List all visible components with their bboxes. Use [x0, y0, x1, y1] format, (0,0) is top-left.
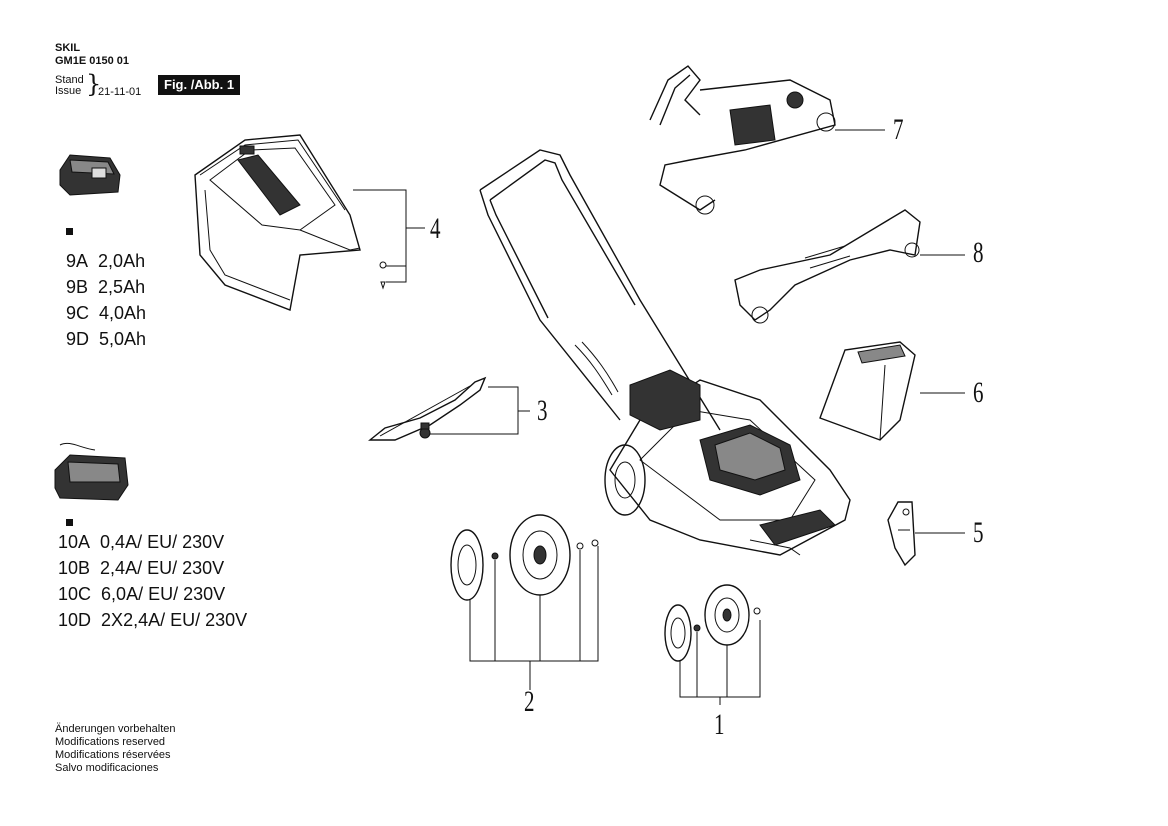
battery-spec: 4,0Ah — [99, 303, 147, 323]
callout-8: 8 — [973, 236, 984, 269]
charger-code: 10B — [58, 558, 91, 578]
figure-label: Fig. /Abb. 1 — [158, 75, 241, 95]
note-fr: Modifications réservées — [55, 749, 171, 761]
list-item: 10C 6,0A/ EU/ 230V — [58, 581, 247, 607]
note-de: Änderungen vorbehalten — [55, 723, 176, 735]
issue-date: 21-11-01 — [98, 86, 142, 98]
model-number: GM1E 0150 01 — [55, 55, 129, 67]
note-en: Modifications reserved — [55, 736, 166, 748]
callout-4: 4 — [430, 212, 441, 245]
front-wheel-assembly — [664, 584, 761, 662]
list-item: 10A 0,4A/ EU/ 230V — [58, 529, 247, 555]
charger-spec: 2,4A/ EU/ 230V — [100, 558, 225, 578]
list-item: 9D 5,0Ah — [66, 326, 146, 352]
battery-spec: 2,0Ah — [98, 251, 146, 271]
battery-spec: 2,5Ah — [98, 277, 146, 297]
safety-key-part — [887, 501, 916, 567]
blade — [368, 376, 487, 441]
rear-wheel-assembly — [450, 514, 599, 601]
stand-issue-label: Stand Issue — [55, 75, 84, 97]
charger-spec: 2X2,4A/ EU/ 230V — [101, 610, 248, 630]
modification-notes: Änderungen vorbehalten Modifications res… — [55, 723, 175, 775]
charger-code: 10C — [58, 584, 92, 604]
brace-glyph: } — [86, 70, 102, 98]
callout-3: 3 — [537, 394, 548, 427]
cover-part — [819, 341, 916, 441]
charger-icon — [54, 442, 129, 501]
battery-code: 9A — [66, 251, 89, 271]
charger-list: 10A 0,4A/ EU/ 230V 10B 2,4A/ EU/ 230V 10… — [58, 529, 247, 633]
issue-label: Issue — [55, 85, 82, 97]
leader-lines — [353, 129, 965, 705]
callout-7: 7 — [893, 113, 904, 146]
battery-spec: 5,0Ah — [99, 329, 147, 349]
note-es: Salvo modificaciones — [55, 762, 159, 774]
callout-1: 1 — [714, 708, 725, 741]
charger-bullet — [66, 519, 73, 526]
charger-spec: 0,4A/ EU/ 230V — [100, 532, 225, 552]
battery-pack-icon — [59, 154, 121, 196]
battery-code: 9D — [66, 329, 90, 349]
callout-5: 5 — [973, 516, 984, 549]
grass-catcher — [194, 134, 387, 311]
stand-label: Stand — [55, 74, 84, 86]
list-item: 9A 2,0Ah — [66, 248, 146, 274]
callout-6: 6 — [973, 376, 984, 409]
list-item: 10D 2X2,4A/ EU/ 230V — [58, 607, 247, 633]
battery-code: 9C — [66, 303, 90, 323]
handle-frame-part — [734, 209, 921, 324]
lawn-mower-body — [479, 149, 851, 556]
battery-list: 9A 2,0Ah 9B 2,5Ah 9C 4,0Ah 9D 5,0Ah — [66, 248, 146, 352]
charger-spec: 6,0A/ EU/ 230V — [101, 584, 226, 604]
battery-bullet — [66, 228, 73, 235]
list-item: 10B 2,4A/ EU/ 230V — [58, 555, 247, 581]
callout-2: 2 — [524, 685, 535, 718]
brand-name: SKIL — [55, 42, 81, 54]
list-item: 9B 2,5Ah — [66, 274, 146, 300]
charger-code: 10A — [58, 532, 91, 552]
charger-code: 10D — [58, 610, 92, 630]
handle-control-part — [649, 65, 836, 215]
battery-code: 9B — [66, 277, 89, 297]
list-item: 9C 4,0Ah — [66, 300, 146, 326]
